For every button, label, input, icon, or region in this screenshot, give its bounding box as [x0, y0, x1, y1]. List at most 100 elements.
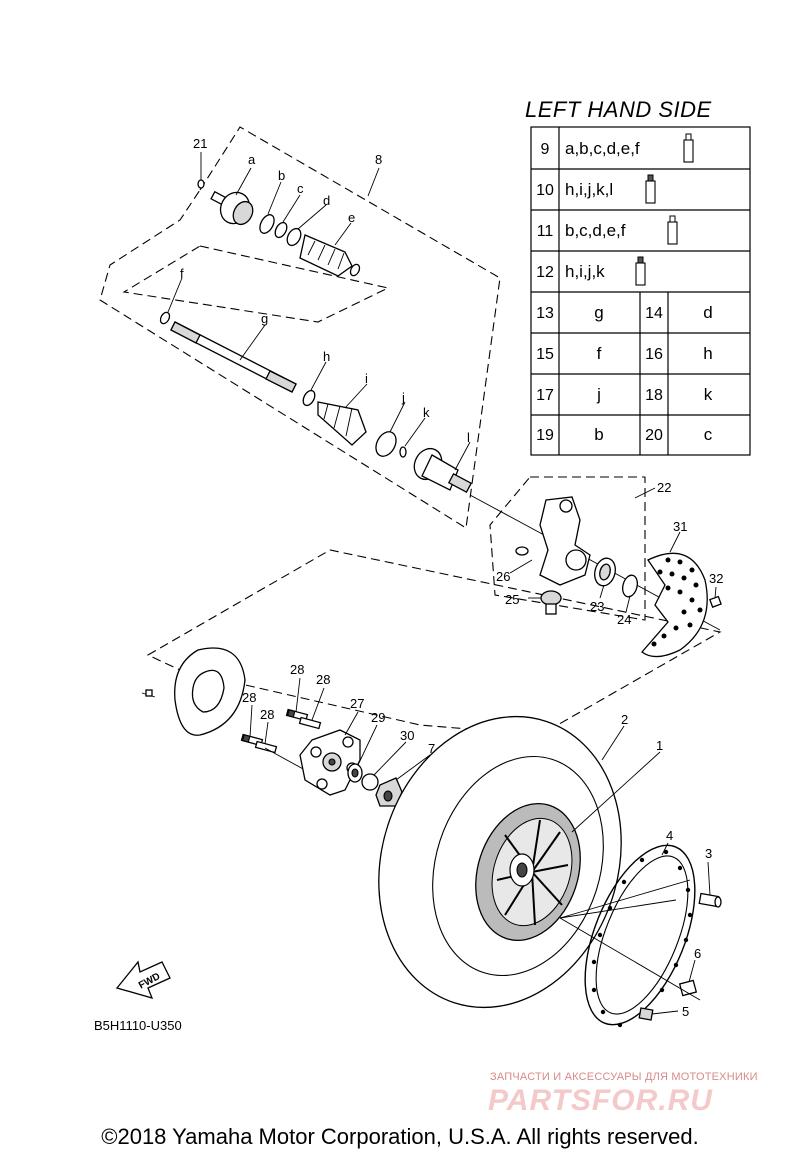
- pair-right-value: c: [704, 425, 713, 444]
- callout-1: 1: [656, 738, 663, 753]
- pair-left-no: 15: [536, 346, 554, 363]
- watermark-logo: PARTSFOR.RU: [488, 1084, 713, 1117]
- callout-25: 25: [505, 592, 519, 607]
- callout-4: 4: [666, 828, 673, 843]
- circlip-24: [622, 574, 638, 598]
- grease-tube-icon: [683, 133, 694, 163]
- callout-6: 6: [694, 946, 701, 961]
- lube-row-parts: b,c,d,e,f: [565, 221, 626, 240]
- callout-k: k: [423, 405, 430, 420]
- inner-cv-joint-l: [413, 447, 473, 493]
- callout-l: l: [467, 430, 470, 445]
- pair-right-value: d: [703, 303, 712, 322]
- pair-left-no: 13: [536, 305, 554, 322]
- lube-row-no: 9: [541, 141, 550, 158]
- clamp-h: [302, 389, 316, 407]
- lube-row-no: 11: [537, 223, 554, 240]
- callout-f: f: [180, 266, 184, 281]
- callout-28: 28: [260, 707, 274, 722]
- callout-i: i: [365, 371, 368, 386]
- circlip-21: [197, 179, 205, 189]
- outer-joint-subgroup-outline: [122, 245, 390, 323]
- boot-i: [317, 401, 367, 446]
- callout-d: d: [323, 193, 330, 208]
- callout-5: 5: [682, 1004, 689, 1019]
- clamp-b: [259, 214, 275, 234]
- callout-28: 28: [242, 690, 256, 705]
- leader-lines: [167, 152, 717, 1015]
- band-d: [286, 227, 302, 247]
- pair-left-no: 17: [536, 387, 554, 404]
- washer-29: [347, 763, 363, 783]
- bolt-32: [709, 595, 722, 608]
- ball-joint-25: [540, 590, 562, 615]
- callout-e: e: [348, 210, 355, 225]
- pair-right-no: 20: [645, 427, 663, 444]
- lube-table: [530, 126, 751, 456]
- pair-right-no: 14: [645, 305, 663, 322]
- knuckle-assembly-outline: [489, 476, 646, 621]
- stud-bolts-28: [240, 708, 322, 754]
- pair-right-value: h: [703, 344, 712, 363]
- copyright-notice: ©2018 Yamaha Motor Corporation, U.S.A. A…: [101, 1124, 699, 1149]
- band-j: [375, 431, 397, 457]
- boot-e: [299, 234, 361, 277]
- lube-row-parts: h,i,j,k,l: [565, 180, 613, 199]
- bolt-5: [638, 1007, 654, 1021]
- clamp-k: [399, 446, 407, 458]
- watermark-tagline: ЗАПЧАСТИ И АКСЕССУАРЫ ДЛЯ МОТОТЕХНИКИ: [490, 1071, 758, 1083]
- diagram-code: B5H1110-U350: [94, 1018, 182, 1033]
- callout-7: 7: [428, 741, 435, 756]
- callout-b: b: [278, 168, 285, 183]
- lube-row-parts: a,b,c,d,e,f: [565, 139, 640, 158]
- clamp-c: [274, 221, 288, 239]
- pair-left-value: f: [597, 344, 602, 363]
- pair-left-no: 19: [536, 427, 554, 444]
- callout-h: h: [323, 349, 330, 364]
- callout-g: g: [261, 311, 268, 326]
- grease-tube-icon: [667, 215, 678, 245]
- small-screw: [141, 689, 156, 698]
- callout-28: 28: [290, 662, 304, 677]
- callout-labels: 21 a b c d e 8 f g h i j k l 22 31 26 32…: [180, 136, 723, 1019]
- spacer-30: [361, 773, 379, 791]
- bearing-23: [594, 557, 616, 587]
- table-title: LEFT HAND SIDE: [525, 97, 712, 122]
- callout-2: 2: [621, 712, 628, 727]
- lube-row-no: 10: [536, 182, 554, 199]
- callout-23: 23: [590, 599, 604, 614]
- wheel-hub-27: [299, 729, 361, 796]
- callout-21: 21: [193, 136, 207, 151]
- snap-ring-26: [515, 546, 529, 556]
- callout-22: 22: [657, 480, 671, 495]
- callout-3: 3: [705, 846, 712, 861]
- callout-30: 30: [400, 728, 414, 743]
- pair-left-value: b: [594, 425, 603, 444]
- shaft-g: [170, 321, 297, 393]
- wheel-1: [475, 803, 581, 941]
- grease-tube-icon: [645, 174, 656, 204]
- disc-guard: [174, 647, 246, 736]
- beadlock-ring-4: [584, 844, 696, 1028]
- pair-right-no: 18: [645, 387, 663, 404]
- clamp-f: [159, 311, 171, 325]
- callout-32: 32: [709, 571, 723, 586]
- lube-row-no: 12: [536, 264, 554, 281]
- knuckle-22: [539, 496, 591, 586]
- lube-row-parts: h,i,j,k: [565, 262, 605, 281]
- grease-tube-icon: [635, 256, 646, 286]
- callout-j: j: [401, 390, 405, 405]
- callout-31: 31: [673, 519, 687, 534]
- pair-left-value: j: [596, 385, 601, 404]
- pair-right-value: k: [704, 385, 713, 404]
- callout-26: 26: [496, 569, 510, 584]
- forward-arrow-icon: FWD: [115, 960, 171, 999]
- brake-disc-31: [641, 552, 708, 658]
- callout-c: c: [297, 181, 304, 196]
- callout-24: 24: [617, 612, 631, 627]
- callout-27: 27: [350, 696, 364, 711]
- valve-3: [698, 892, 722, 908]
- outer-cv-joint-a: [210, 190, 254, 226]
- callout-a: a: [248, 152, 256, 167]
